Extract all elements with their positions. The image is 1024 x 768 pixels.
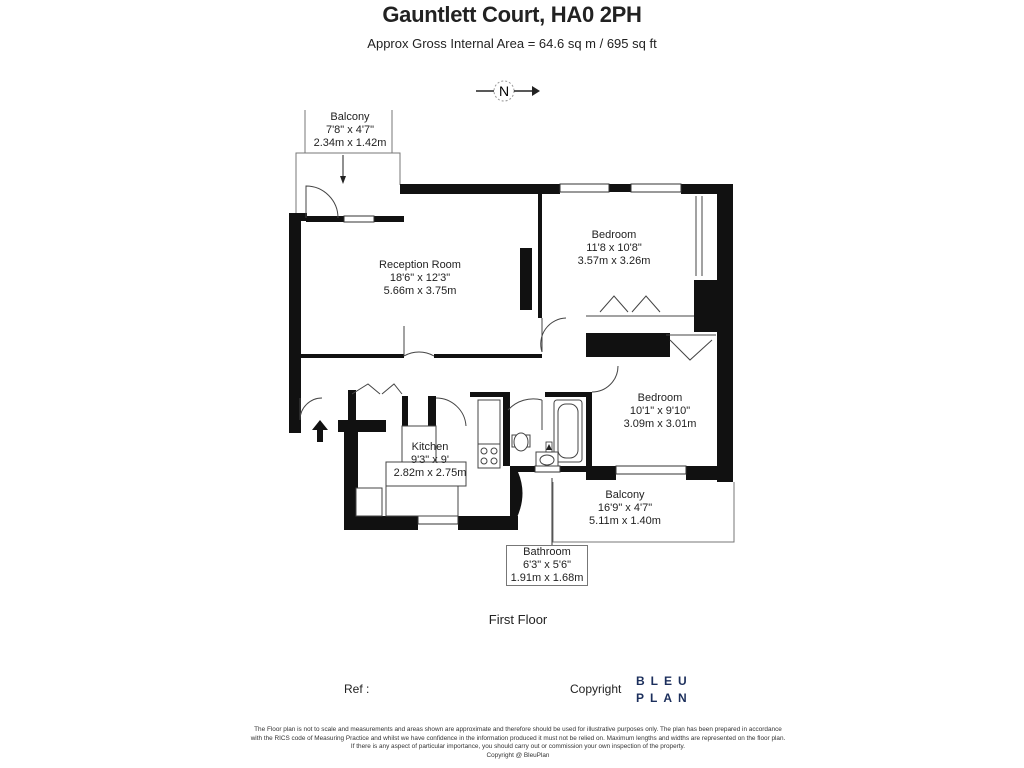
room-name: Bedroom	[591, 229, 637, 241]
disclaimer-line-4: Copyright @ BleuPlan	[486, 751, 550, 759]
entrance-arrow-icon	[312, 420, 328, 442]
area-subtitle: Approx Gross Internal Area = 64.6 sq m /…	[367, 36, 657, 51]
room-name: Bedroom	[637, 392, 683, 404]
room-metric: 5.66m x 3.75m	[383, 285, 457, 297]
floor-plan	[289, 110, 735, 548]
room-metric: 2.34m x 1.42m	[313, 137, 387, 149]
room-imperial: 6'3" x 5'6"	[522, 559, 572, 571]
room-imperial: 18'6" x 12'3"	[389, 272, 451, 284]
logo-line-1: BLEU	[636, 674, 693, 688]
hob-icon	[477, 443, 501, 469]
copyright-label: Copyright	[570, 682, 622, 696]
room-imperial: 11'8 x 10'8"	[586, 242, 642, 254]
room-metric: 1.91m x 1.68m	[510, 572, 584, 584]
balcony-bottom-area	[552, 482, 735, 543]
room-name: Balcony	[605, 489, 645, 501]
room-label-balcony-bottom: Balcony 16'9" x 4'7" 5.11m x 1.40m	[575, 489, 675, 528]
room-label-bedroom-1: Bedroom 11'8 x 10'8" 3.57m x 3.26m	[564, 229, 664, 268]
disclaimer-line-1: The Floor plan is not to scale and measu…	[254, 726, 782, 733]
windows	[343, 183, 687, 525]
disclaimer: The Floor plan is not to scale and measu…	[200, 726, 836, 760]
room-label-bedroom-2: Bedroom 10'1" x 9'10" 3.09m x 3.01m	[610, 392, 710, 431]
compass: N	[476, 80, 540, 102]
room-name: Kitchen	[411, 441, 449, 453]
room-metric: 5.11m x 1.40m	[589, 515, 661, 527]
room-imperial: 10'1" x 9'10"	[629, 405, 691, 417]
compass-label: N	[499, 83, 509, 99]
room-metric: 3.57m x 3.26m	[577, 255, 651, 267]
disclaimer-line-2: with the RICS code of Measuring Practice…	[250, 734, 786, 742]
room-imperial: 7'8" x 4'7"	[325, 124, 375, 136]
walls	[289, 184, 733, 530]
logo-line-2: PLAN	[636, 691, 693, 705]
page-title: Gauntlett Court, HA0 2PH	[382, 2, 642, 27]
room-name: Balcony	[330, 111, 370, 123]
room-metric: 2.82m x 2.75m	[393, 467, 467, 479]
room-imperial: 9'3" x 9'	[410, 454, 450, 466]
room-label-bathroom: Bathroom 6'3" x 5'6" 1.91m x 1.68m	[506, 545, 588, 586]
fixtures	[355, 399, 583, 517]
bleuplan-logo: BLEU PLAN	[636, 673, 693, 707]
room-label-reception: Reception Room 18'6" x 12'3" 5.66m x 3.7…	[360, 259, 480, 298]
room-name: Bathroom	[523, 546, 571, 558]
doors	[299, 185, 716, 430]
room-metric: 3.09m x 3.01m	[623, 418, 697, 430]
disclaimer-line-3: If there is any aspect of particular imp…	[350, 743, 686, 751]
floor-label: First Floor	[488, 612, 548, 627]
sink-icon	[477, 399, 501, 445]
north-arrow-icon	[476, 80, 540, 102]
room-imperial: 16'9" x 4'7"	[597, 502, 653, 514]
room-label-balcony-top: Balcony 7'8" x 4'7" 2.34m x 1.42m	[296, 111, 404, 150]
balcony-top-area	[295, 110, 401, 215]
ref-label: Ref :	[344, 682, 370, 696]
room-label-kitchen: Kitchen 9'3" x 9' 2.82m x 2.75m	[380, 441, 480, 480]
room-name: Reception Room	[379, 259, 461, 271]
